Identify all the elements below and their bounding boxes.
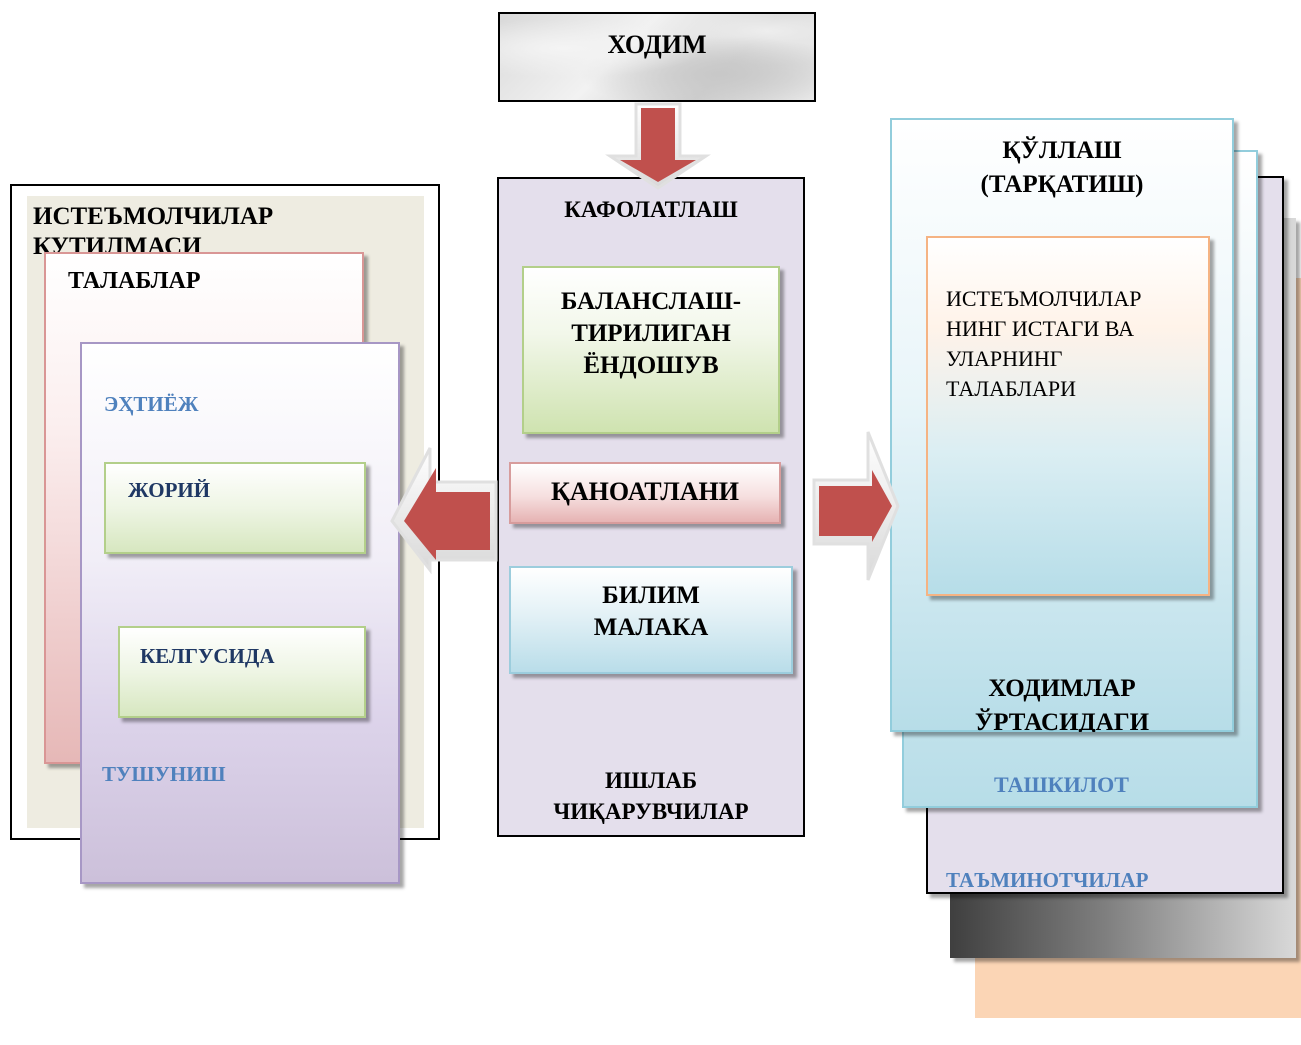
down-arrow-icon [605,102,711,190]
consumer-needs-line2: НИНГ ИСТАГИ ВА [946,316,1134,341]
understanding-label: ТУШУНИШ [102,762,226,786]
assure-label: КАФОЛАТЛАШ [564,197,738,222]
current-box: ЖОРИЙ [104,462,366,554]
knowledge-box: БИЛИМ МАЛАКА [509,566,793,674]
among-employees-title: ХОДИМЛАР ЎРТАСИДАГИ [892,672,1232,732]
balanced-approach-box: БАЛАНСЛАШ- ТИРИЛИГАН ЁНДОШУВ [522,266,780,434]
among-employees-line1: ХОДИМЛАР [988,675,1136,702]
consumer-needs-line1: ИСТЕЪМОЛЧИЛАР [946,286,1142,311]
support-title-line2: (ТАРҚАТИШ) [980,171,1144,198]
producers-line2: ЧИҚАРУВЧИЛАР [553,799,749,824]
consumer-needs-line3: УЛАРНИНГ [946,346,1063,371]
support-title: ҚЎЛЛАШ (ТАРҚАТИШ) [892,134,1232,202]
employee-label: ХОДИМ [607,30,707,59]
consumer-needs-text: ИСТЕЪМОЛЧИЛАР НИНГ ИСТАГИ ВА УЛАРНИНГ ТА… [946,284,1208,404]
consumer-expectation-line1: ИСТЕЪМОЛЧИЛАР [33,203,274,230]
need-box: ЭҲТИЁЖ ТУШУНИШ [80,342,400,884]
producers-line1: ИШЛАБ [604,768,698,793]
consumer-needs-line4: ТАЛАБЛАРИ [946,376,1077,401]
satisfaction-label: ҚАНОАТЛАНИ [551,477,739,506]
among-employees-line2: ЎРТАСИДАГИ [974,709,1150,732]
requirements-label: ТАЛАБЛАР [68,268,201,294]
balanced-approach-text: БАЛАНСЛАШ- ТИРИЛИГАН ЁНДОШУВ [524,286,778,382]
future-box: КЕЛГУСИДА [118,626,366,718]
balanced-approach-line3: ЁНДОШУВ [583,352,719,379]
suppliers-label: ТАЪМИНОТЧИЛАР [946,868,1149,892]
future-label: КЕЛГУСИДА [140,644,275,668]
consumer-needs-box: ИСТЕЪМОЛЧИЛАР НИНГ ИСТАГИ ВА УЛАРНИНГ ТА… [926,236,1210,596]
balanced-approach-line2: ТИРИЛИГАН [571,320,731,347]
current-label: ЖОРИЙ [128,478,211,502]
left-arrow-icon [390,447,498,575]
need-label: ЭҲТИЁЖ [104,392,199,416]
knowledge-text: БИЛИМ МАЛАКА [511,580,791,644]
support-title-line1: ҚЎЛЛАШ [1002,137,1122,164]
balanced-approach-line1: БАЛАНСЛАШ- [560,288,742,315]
right-arrow-icon [812,431,900,581]
employee-box: ХОДИМ [498,12,816,102]
knowledge-line1: БИЛИМ [602,582,700,609]
knowledge-line2: МАЛАКА [593,614,709,641]
satisfaction-box: ҚАНОАТЛАНИ [509,462,781,524]
producers-label: ИШЛАБ ЧИҚАРУВЧИЛАР [499,765,803,827]
organization-label: ТАШКИЛОТ [994,772,1129,797]
